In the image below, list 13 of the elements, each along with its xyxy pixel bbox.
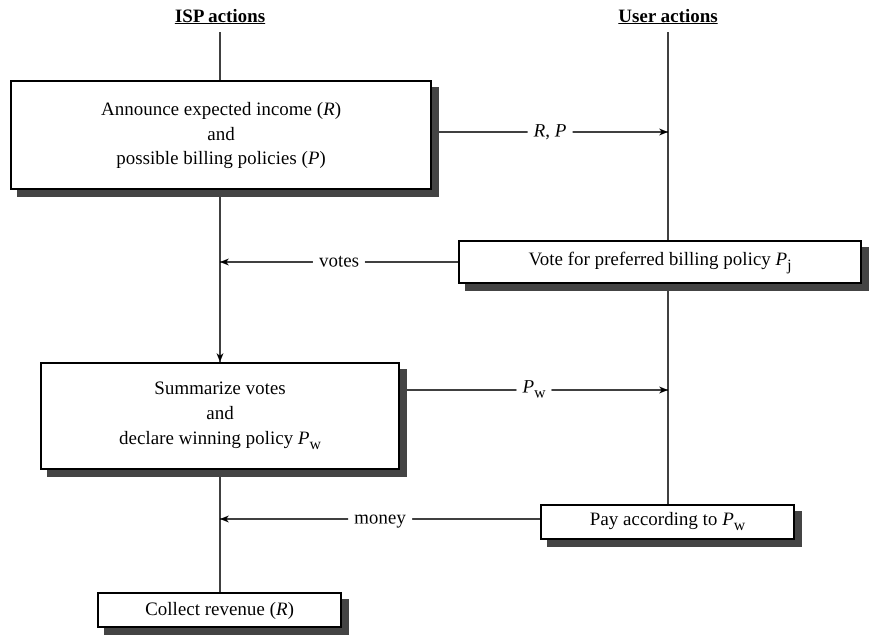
- box-text: Summarize votes: [154, 377, 286, 402]
- box-text: and: [206, 402, 234, 426]
- box-text: possible billing policies (P): [116, 147, 326, 172]
- box-text: declare winning policy P$_{w}$: [119, 426, 321, 454]
- box-text: Pay according to P$_{w}$: [590, 508, 746, 536]
- connector-line: [219, 32, 221, 80]
- heading-text: ISP actions: [174, 4, 266, 29]
- box-text: Collect revenue (R): [145, 598, 294, 622]
- box-text: Vote for preferred billing policy P$_{j}$: [528, 248, 792, 276]
- connector-line: [667, 32, 669, 240]
- box-text: Announce expected income (R): [100, 98, 342, 122]
- heading-text: User actions: [618, 4, 718, 29]
- box-text: and: [207, 122, 235, 147]
